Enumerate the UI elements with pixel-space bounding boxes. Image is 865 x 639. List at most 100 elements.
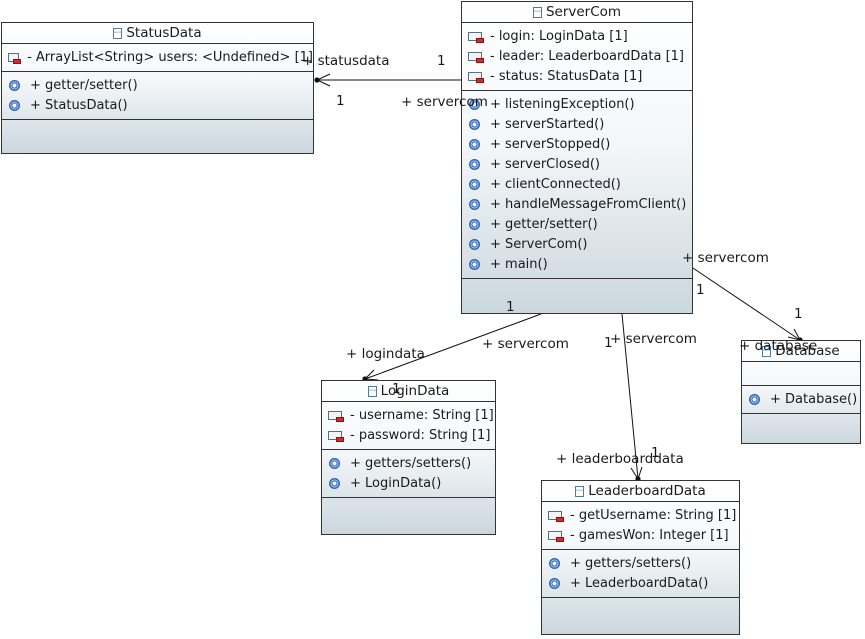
operation-label: + LeaderboardData() (570, 575, 709, 591)
empty-compartment (2, 120, 313, 127)
public-operation-icon (469, 258, 480, 270)
public-operation-icon (469, 158, 480, 170)
operation-label: + handleMessageFromClient() (490, 196, 687, 212)
public-operation-icon (9, 99, 20, 111)
public-operation-icon (329, 477, 340, 489)
empty-compartment (742, 414, 860, 421)
operation-compartment: + getter/setter() + StatusData() (2, 72, 313, 120)
private-attribute-icon (468, 51, 484, 63)
operation-compartment: + Database() (742, 386, 860, 414)
attribute-row[interactable]: - status: StatusData [1] (462, 66, 692, 86)
attribute-label: - getUsername: String [1] (570, 507, 737, 523)
operation-label: + serverStarted() (490, 116, 605, 132)
public-operation-icon (469, 98, 480, 110)
operation-row[interactable]: + LoginData() (322, 473, 495, 493)
operation-row[interactable]: + getter/setter() (2, 75, 313, 95)
public-operation-icon (9, 79, 20, 91)
operation-label: + getters/setters() (570, 555, 692, 571)
operation-row[interactable]: + ServerCom() (462, 234, 692, 254)
attribute-label: - status: StatusData [1] (490, 68, 643, 84)
class-servercom[interactable]: ServerCom - login: LoginData [1] - leade… (461, 1, 693, 314)
attribute-label: - username: String [1] (350, 407, 494, 423)
operation-row[interactable]: + serverStopped() (462, 134, 692, 154)
multiplicity-servercom-status: 1 (437, 53, 446, 69)
private-attribute-icon (548, 530, 564, 542)
operation-label: + ServerCom() (490, 236, 588, 252)
class-icon (762, 345, 772, 357)
role-label-servercom-status: + servercom (401, 94, 488, 110)
public-operation-icon (549, 557, 560, 569)
class-leaderboarddata-name: LeaderboardData (588, 483, 706, 499)
operation-row[interactable]: + getter/setter() (462, 214, 692, 234)
operation-row[interactable]: + listeningException() (462, 94, 692, 114)
operation-row[interactable]: + getters/setters() (542, 553, 739, 573)
public-operation-icon (469, 238, 480, 250)
attribute-compartment (742, 362, 860, 386)
class-servercom-header: ServerCom (462, 2, 692, 23)
operation-row[interactable]: + StatusData() (2, 95, 313, 115)
association-database-line (680, 259, 801, 341)
class-database[interactable]: Database + Database() (741, 340, 861, 444)
operation-label: + clientConnected() (490, 176, 621, 192)
class-statusdata-name: StatusData (126, 25, 202, 41)
public-operation-icon (469, 178, 480, 190)
attribute-row[interactable]: - username: String [1] (322, 405, 495, 425)
operation-row[interactable]: + serverClosed() (462, 154, 692, 174)
operation-row[interactable]: + getters/setters() (322, 453, 495, 473)
public-operation-icon (469, 118, 480, 130)
class-statusdata-header: StatusData (2, 23, 313, 44)
empty-compartment (322, 498, 495, 505)
role-label-statusdata: + statusdata (302, 53, 390, 69)
operation-row[interactable]: + clientConnected() (462, 174, 692, 194)
attribute-row[interactable]: - ArrayList<String> users: <Undefined> [… (2, 47, 313, 67)
public-operation-icon (469, 138, 480, 150)
role-label-servercom-leaderboard: + servercom (610, 331, 697, 347)
public-operation-icon (469, 218, 480, 230)
attribute-row[interactable]: - password: String [1] (322, 425, 495, 445)
role-label-leaderboarddata: + leaderboarddata (556, 451, 684, 467)
attribute-label: - ArrayList<String> users: <Undefined> [… (27, 49, 313, 65)
operation-row[interactable]: + handleMessageFromClient() (462, 194, 692, 214)
operation-row[interactable]: + Database() (742, 389, 860, 409)
association-leaderboard-line (621, 313, 639, 480)
empty-compartment (462, 279, 692, 286)
class-icon (367, 385, 377, 397)
private-attribute-icon (8, 52, 22, 64)
public-operation-icon (749, 393, 760, 405)
attribute-label: - gamesWon: Integer [1] (570, 527, 729, 543)
role-label-servercom-database: + servercom (682, 250, 769, 266)
attribute-row[interactable]: - leader: LeaderboardData [1] (462, 46, 692, 66)
multiplicity-database: 1 (794, 306, 803, 322)
class-icon (113, 27, 123, 39)
operation-row[interactable]: + LeaderboardData() (542, 573, 739, 593)
private-attribute-icon (328, 430, 344, 442)
role-label-database: + database (739, 338, 818, 354)
private-attribute-icon (468, 71, 484, 83)
attribute-compartment: - ArrayList<String> users: <Undefined> [… (2, 44, 313, 72)
class-statusdata[interactable]: StatusData - ArrayList<String> users: <U… (1, 22, 314, 154)
operation-label: + listeningException() (490, 96, 635, 112)
class-logindata[interactable]: LoginData - username: String [1] - passw… (321, 380, 496, 535)
attribute-compartment: - getUsername: String [1] - gamesWon: In… (542, 502, 739, 550)
attribute-row[interactable]: - gamesWon: Integer [1] (542, 525, 739, 545)
operation-label: + serverClosed() (490, 156, 600, 172)
attribute-row[interactable]: - login: LoginData [1] (462, 26, 692, 46)
attribute-row[interactable]: - getUsername: String [1] (542, 505, 739, 525)
attribute-compartment: - login: LoginData [1] - leader: Leaderb… (462, 23, 692, 91)
private-attribute-icon (328, 410, 344, 422)
attribute-label: - password: String [1] (350, 427, 491, 443)
private-attribute-icon (548, 510, 564, 522)
operation-compartment: + listeningException() + serverStarted()… (462, 91, 692, 279)
class-logindata-name: LoginData (380, 383, 450, 399)
multiplicity-leaderboarddata: 1 (651, 445, 660, 461)
class-icon (532, 6, 542, 18)
operation-label: + getter/setter() (30, 77, 138, 93)
class-leaderboarddata-header: LeaderboardData (542, 481, 739, 502)
operation-row[interactable]: + main() (462, 254, 692, 274)
operation-row[interactable]: + serverStarted() (462, 114, 692, 134)
multiplicity-servercom-database: 1 (696, 282, 705, 298)
class-leaderboarddata[interactable]: LeaderboardData - getUsername: String [1… (541, 480, 740, 635)
operation-label: + getters/setters() (350, 455, 472, 471)
multiplicity-statusdata: 1 (336, 93, 345, 109)
operation-compartment: + getters/setters() + LoginData() (322, 450, 495, 498)
